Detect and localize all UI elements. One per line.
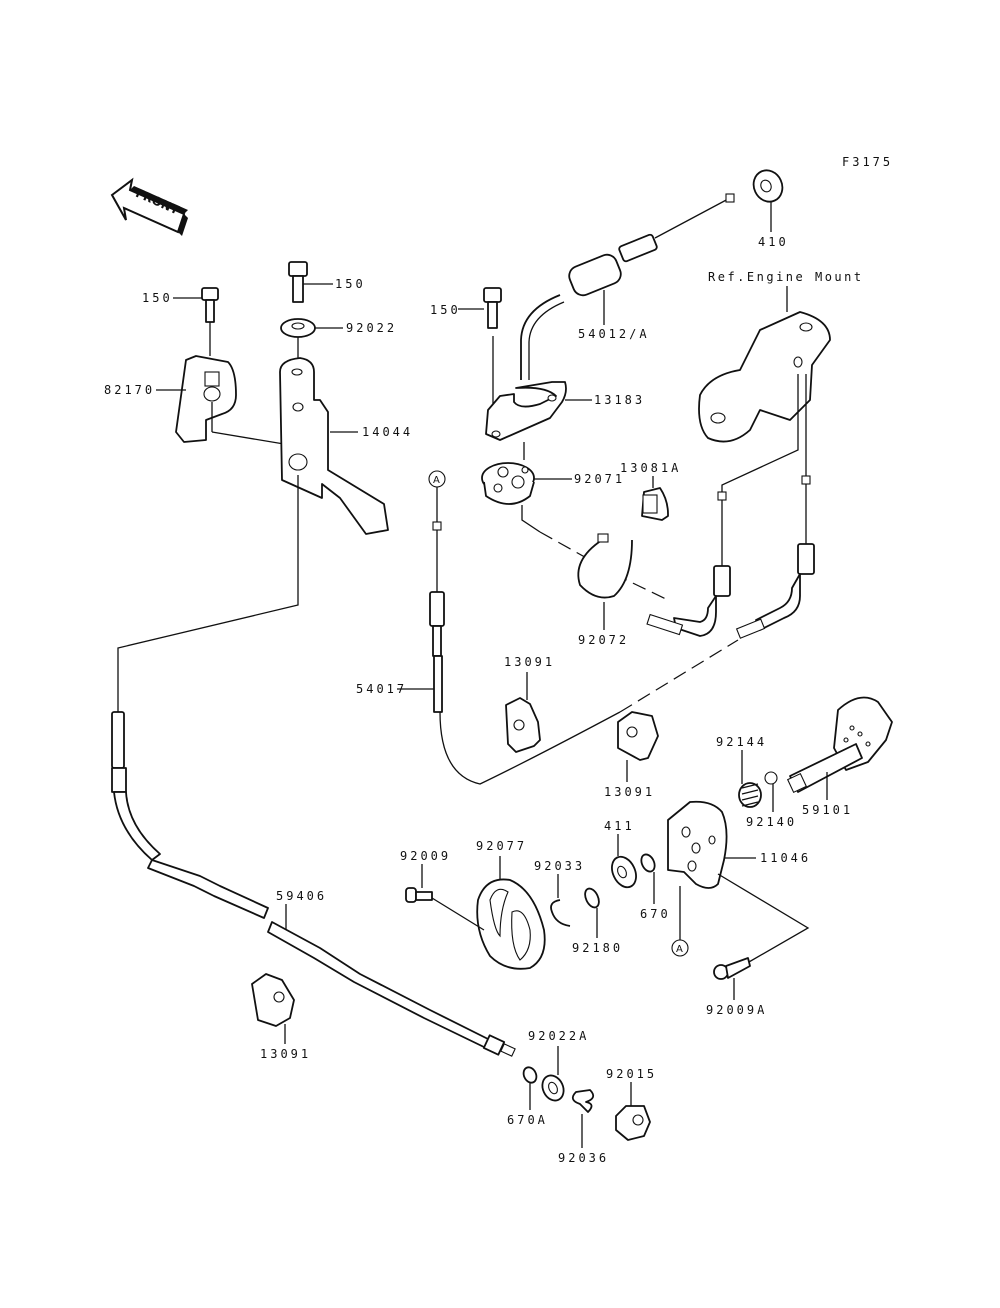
diagram-code: F3175 [842, 155, 893, 169]
damper-13091-right [617, 711, 659, 782]
bracket-14044 [279, 357, 389, 535]
nut-92015 [615, 1082, 651, 1141]
washer-92180 [584, 887, 600, 938]
label-150-left: 150 [142, 291, 173, 305]
cable-ends-right [646, 374, 815, 639]
clip-92036 [571, 1089, 595, 1148]
circlip-92033 [550, 874, 571, 927]
label-92144: 92144 [716, 735, 767, 749]
label-670a: 670A [507, 1113, 548, 1127]
bolt-150-left [173, 287, 219, 356]
shaft-59101 [786, 696, 893, 800]
oring-670 [640, 853, 656, 904]
label-92071: 92071 [574, 472, 625, 486]
label-92022: 92022 [346, 321, 397, 335]
label-13081a: 13081A [620, 461, 681, 475]
grommet-92071 [481, 462, 572, 533]
label-92009: 92009 [400, 849, 451, 863]
label-92022a: 92022A [528, 1029, 589, 1043]
spring-92144 [738, 750, 762, 808]
label-150-right: 150 [430, 303, 461, 317]
label-13091-right: 13091 [604, 785, 655, 799]
cable-54012a [520, 193, 735, 380]
clip-82170 [156, 355, 297, 447]
label-92180: 92180 [572, 941, 623, 955]
front-arrow-icon: FRONT [110, 177, 188, 236]
label-92077: 92077 [476, 839, 527, 853]
label-410: 410 [758, 235, 789, 249]
callout-a-top: A [428, 470, 446, 488]
ball-92140 [764, 771, 778, 812]
guide-line-14044 [117, 475, 299, 700]
housing-11046 [667, 800, 810, 967]
label-92009a: 92009A [706, 1003, 767, 1017]
label-92072: 92072 [578, 633, 629, 647]
callout-a-bottom: A [671, 939, 689, 957]
label-13183: 13183 [594, 393, 645, 407]
label-150-mid: 150 [335, 277, 366, 291]
bolt-150-mid [288, 261, 333, 303]
label-13091-mid: 13091 [504, 655, 555, 669]
washer-410 [752, 169, 784, 232]
screw-92009a [713, 957, 751, 1000]
label-59406: 59406 [276, 889, 327, 903]
label-14044: 14044 [362, 425, 413, 439]
label-54017: 54017 [356, 682, 407, 696]
label-92036: 92036 [558, 1151, 609, 1165]
label-92033: 92033 [534, 859, 585, 873]
label-13091-bottom: 13091 [260, 1047, 311, 1061]
engine-mount-bracket [698, 311, 831, 443]
screw-92009 [405, 864, 485, 931]
label-411: 411 [604, 819, 635, 833]
callout-a-bottom-label: A [676, 944, 683, 955]
label-92140: 92140 [746, 815, 797, 829]
damper-13091-bottom [251, 973, 295, 1044]
cable-59406 [111, 700, 516, 1057]
plate-13183 [485, 381, 592, 460]
knob-92077 [476, 856, 546, 970]
label-670: 670 [640, 907, 671, 921]
washer-92022a [541, 1046, 565, 1102]
label-11046: 11046 [760, 851, 811, 865]
damper-13091-mid [505, 672, 541, 753]
cable-54017 [397, 487, 739, 785]
bolt-150-right [458, 287, 502, 412]
washer-411 [611, 834, 637, 889]
label-82170: 82170 [104, 383, 155, 397]
oring-670a [522, 1066, 538, 1110]
band-92072 [577, 533, 633, 630]
label-54012a: 54012/A [578, 327, 650, 341]
callout-a-top-label: A [433, 475, 440, 486]
ref-engine-mount-note: Ref.Engine Mount [708, 270, 864, 284]
label-59101: 59101 [802, 803, 853, 817]
label-92015: 92015 [606, 1067, 657, 1081]
damper-13081a [641, 476, 669, 521]
